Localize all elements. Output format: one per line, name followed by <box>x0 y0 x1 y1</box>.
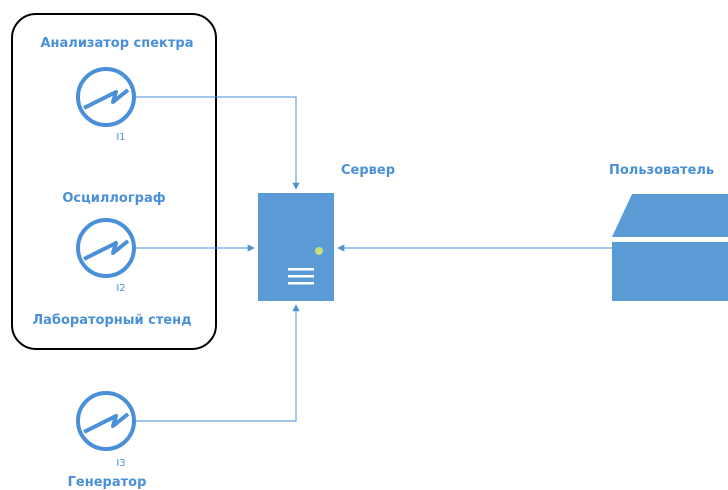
server-icon[interactable] <box>258 193 334 301</box>
connector-generator-to-server <box>136 304 300 422</box>
generator-id: I3 <box>116 458 125 469</box>
lab-stand-group <box>11 13 217 350</box>
server-label: Сервер <box>341 163 395 178</box>
generator-icon[interactable] <box>76 391 136 451</box>
connector-spectrum-to-server <box>136 96 300 190</box>
spectrum-analyzer-label: Анализатор спектра <box>40 36 193 51</box>
generator-label: Генератор <box>68 475 147 490</box>
spectrum-analyzer-id: I1 <box>116 132 125 143</box>
oscilloscope-icon[interactable] <box>76 218 136 278</box>
oscilloscope-id: I2 <box>116 283 125 294</box>
spectrum-analyzer-icon[interactable] <box>76 67 136 127</box>
user-label: Пользователь <box>609 163 714 178</box>
lab-stand-label: Лабораторный стенд <box>32 313 191 328</box>
oscilloscope-label: Осциллограф <box>62 191 165 206</box>
user-terminal-icon[interactable] <box>612 194 728 301</box>
